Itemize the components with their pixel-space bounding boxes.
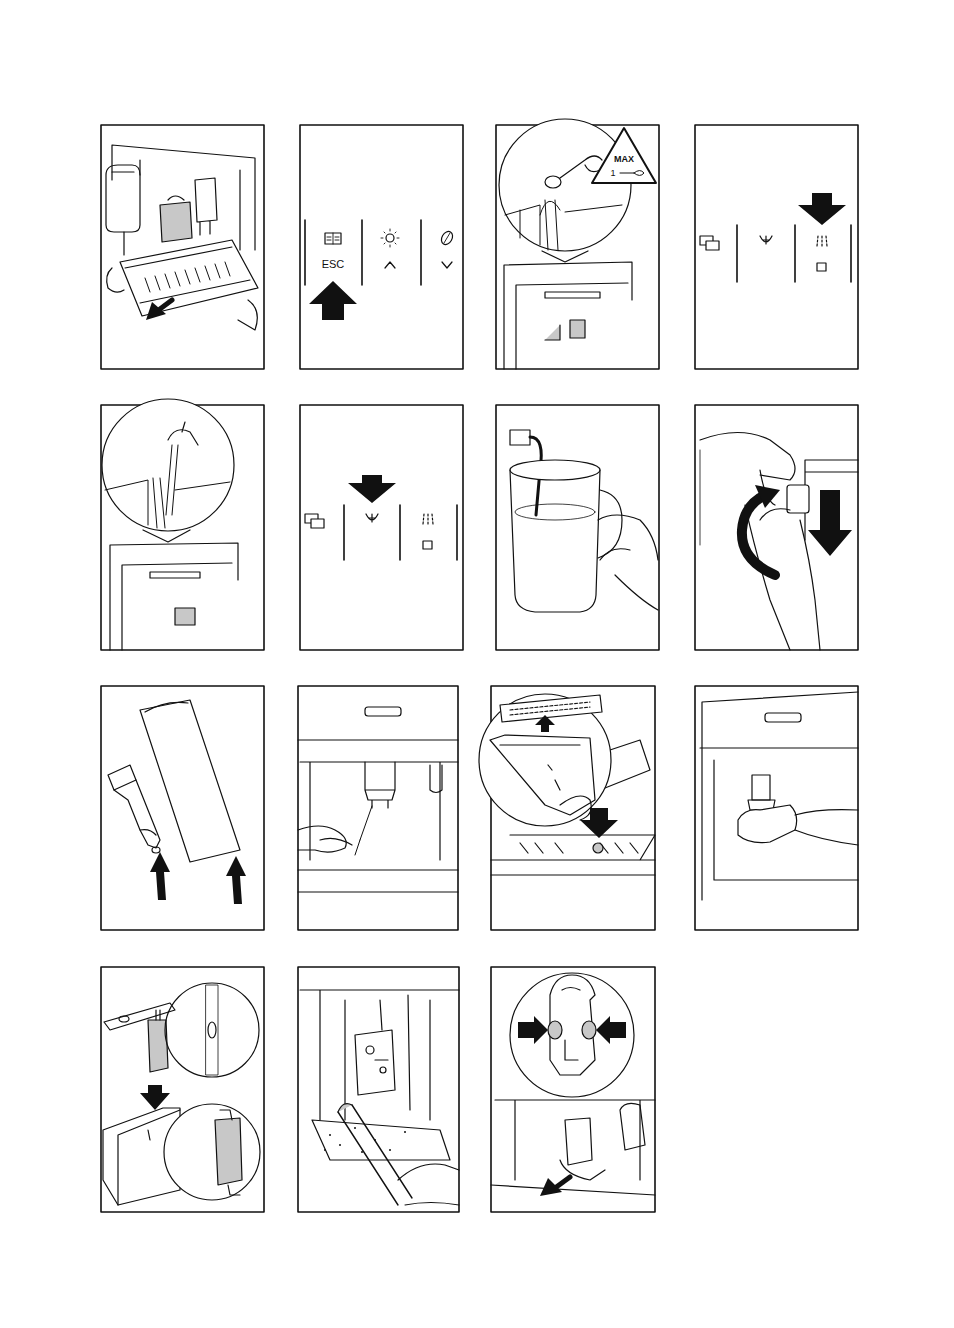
control-panel	[305, 220, 455, 320]
button-label: ESC	[322, 259, 345, 270]
brew-unit-figure	[491, 973, 655, 1196]
control-panel	[305, 475, 457, 560]
vacuum-figure	[300, 990, 459, 1205]
needle-figure	[298, 707, 458, 892]
drip-tray-figure	[106, 145, 258, 330]
container-figure	[103, 983, 260, 1205]
tray-figure	[479, 694, 655, 875]
detach-figure	[700, 433, 858, 651]
tube-figure	[102, 399, 238, 650]
control-panel	[700, 193, 851, 282]
milk-jug-figure	[510, 430, 658, 612]
tube-parts-figure	[108, 700, 246, 904]
quantity-label: 1	[610, 169, 615, 178]
powder-funnel-figure	[499, 119, 656, 369]
panel-frames	[101, 125, 858, 1212]
warning-label: MAX	[614, 155, 634, 164]
wipe-figure	[700, 692, 858, 900]
